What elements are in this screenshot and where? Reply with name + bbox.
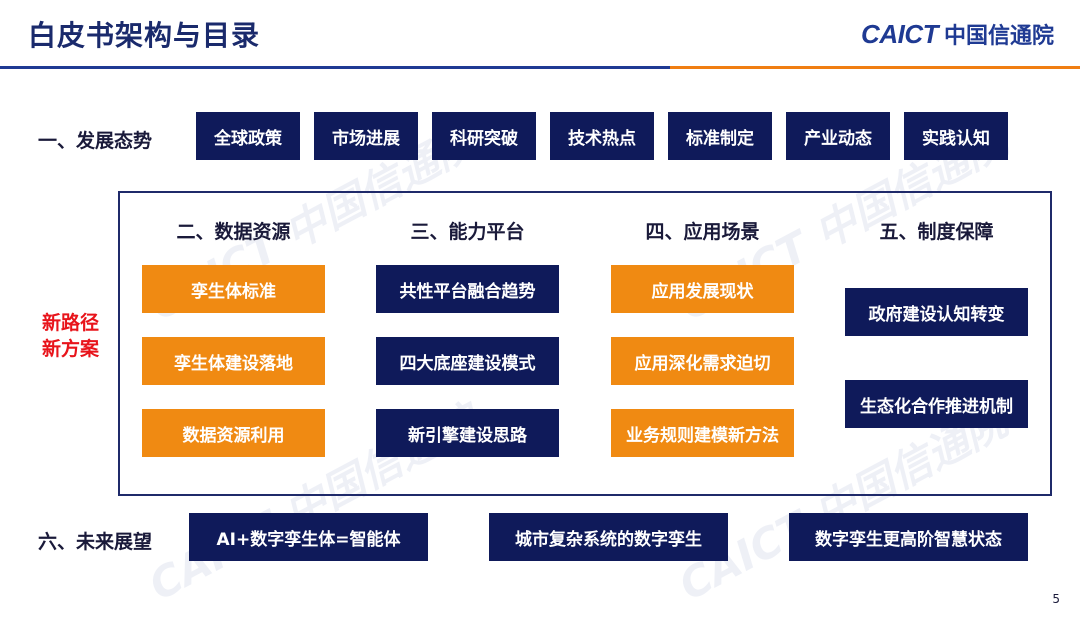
column-item: 业务规则建模新方法 — [611, 409, 794, 457]
column-item: 政府建设认知转变 — [845, 288, 1028, 336]
column-head-data: 二、数据资源 — [176, 221, 291, 243]
row6-item: AI+数字孪生体=智能体 — [189, 513, 428, 561]
column-item: 孪生体标准 — [142, 265, 325, 313]
row1-label: 一、发展态势 — [38, 130, 153, 152]
column-item: 数据资源利用 — [142, 409, 325, 457]
column-head-institutions: 五、制度保障 — [879, 221, 994, 243]
side-label: 新路径 新方案 — [42, 310, 99, 362]
column-head-scenarios: 四、应用场景 — [645, 221, 760, 243]
column-item: 应用发展现状 — [611, 265, 794, 313]
row1-item: 产业动态 — [786, 112, 890, 160]
column-item: 新引擎建设思路 — [376, 409, 559, 457]
caict-logo: CAICT 中国信通院 — [861, 18, 1054, 50]
logo-cn: 中国信通院 — [943, 24, 1054, 49]
side-label-line1: 新路径 — [42, 312, 100, 334]
row1-item: 全球政策 — [196, 112, 300, 160]
row1-item: 科研突破 — [432, 112, 536, 160]
row1-item: 技术热点 — [550, 112, 654, 160]
logo-brand: CAICT — [861, 18, 938, 49]
row6-item: 数字孪生更高阶智慧状态 — [789, 513, 1028, 561]
column-item: 应用深化需求迫切 — [611, 337, 794, 385]
column-item: 四大底座建设模式 — [376, 337, 559, 385]
row1-item: 市场进展 — [314, 112, 418, 160]
row1-item: 实践认知 — [904, 112, 1008, 160]
page-title: 白皮书架构与目录 — [28, 19, 261, 52]
column-head-platform: 三、能力平台 — [410, 221, 525, 243]
header-divider-orange — [670, 66, 1080, 69]
page-number: 5 — [1052, 592, 1060, 606]
row1-item: 标准制定 — [668, 112, 772, 160]
side-label-line2: 新方案 — [42, 338, 100, 360]
column-item: 生态化合作推进机制 — [845, 380, 1028, 428]
header-divider-blue — [0, 66, 670, 69]
section-frame — [118, 191, 1052, 496]
row6-item: 城市复杂系统的数字孪生 — [489, 513, 728, 561]
row6-label: 六、未来展望 — [38, 531, 153, 553]
column-item: 孪生体建设落地 — [142, 337, 325, 385]
column-item: 共性平台融合趋势 — [376, 265, 559, 313]
